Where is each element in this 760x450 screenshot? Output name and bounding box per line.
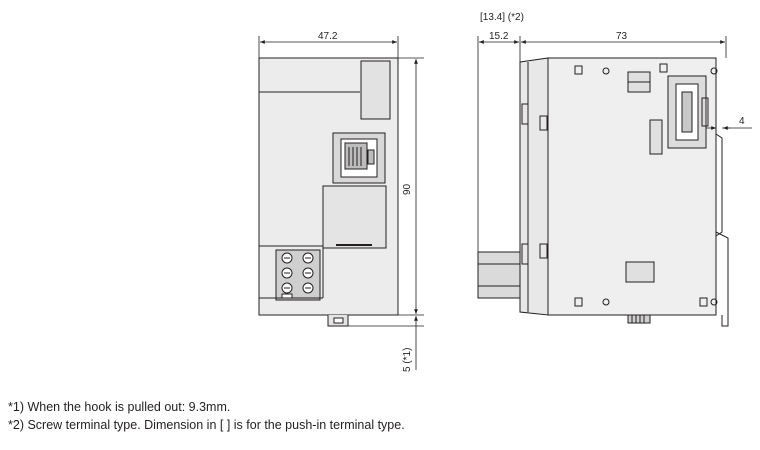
ethernet-port-icon [332,132,386,184]
side-view [477,57,729,327]
front-cover-block [322,185,387,249]
front-status-window [360,60,391,120]
front-view [258,57,399,327]
side-din-rail [715,133,723,237]
front-dimension-lines [258,36,424,370]
dim-side-rail-offset: 4 [739,116,745,127]
footnotes: *1) When the hook is pulled out: 9.3mm. … [8,398,748,434]
side-bottom-screw-icon [627,314,651,324]
side-dimension-lines [477,36,752,252]
dim-side-terminal-depth: 15.2 [489,31,509,42]
dim-hook-extension: 5 (*1) [402,348,413,372]
side-front-cover [519,57,549,316]
dim-front-width: 47.2 [318,31,338,42]
dim-side-depth: 73 [616,31,628,42]
dim-side-top-note: [13.4] (*2) [480,12,524,23]
footnote-2: *2) Screw terminal type. Dimension in [ … [8,418,405,432]
footnote-1: *1) When the hook is pulled out: 9.3mm. [8,400,231,414]
screw-terminal-block [275,249,321,301]
dim-front-height: 90 [402,183,413,195]
side-terminal [477,251,521,299]
